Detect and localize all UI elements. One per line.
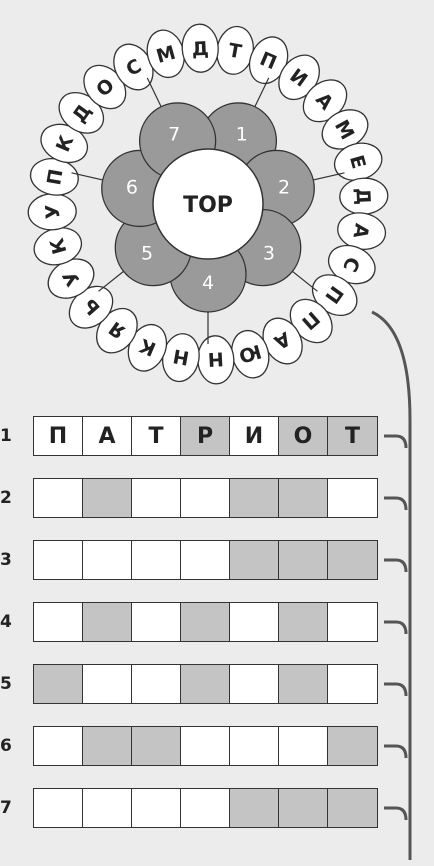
main-connector — [372, 312, 410, 860]
ring-letter: Н — [207, 347, 224, 370]
petal-number: 7 — [168, 124, 180, 146]
ring-letter: Д — [351, 187, 374, 205]
row-number: 7 — [0, 798, 14, 818]
grid-cell[interactable] — [181, 603, 230, 641]
grid-cell[interactable]: А — [83, 417, 132, 455]
petal-number: 2 — [278, 177, 290, 199]
grid-cell[interactable] — [132, 479, 181, 517]
grid-cell[interactable] — [230, 479, 279, 517]
ring-petal: Н — [197, 335, 235, 385]
grid-cell[interactable] — [34, 665, 83, 703]
grid-cell[interactable] — [34, 727, 83, 765]
grid-cell[interactable] — [34, 541, 83, 579]
grid-cell[interactable] — [132, 727, 181, 765]
petal-number: 5 — [141, 243, 153, 265]
row-number: 1 — [0, 426, 14, 446]
petal-number: 6 — [126, 177, 138, 199]
row-number: 4 — [0, 612, 14, 632]
grid-cell[interactable] — [83, 479, 132, 517]
grid-cell[interactable] — [328, 727, 377, 765]
grid-cell[interactable] — [279, 665, 328, 703]
grid-cell[interactable] — [230, 603, 279, 641]
grid-cell[interactable] — [83, 665, 132, 703]
grid-cell[interactable] — [181, 665, 230, 703]
grid-cell[interactable] — [132, 789, 181, 827]
grid-cell[interactable] — [230, 541, 279, 579]
grid-cell[interactable] — [279, 603, 328, 641]
grid-row — [33, 788, 378, 828]
grid-cell[interactable] — [132, 541, 181, 579]
grid-row — [33, 540, 378, 580]
grid-cell[interactable]: Т — [328, 417, 377, 455]
row-connector — [384, 684, 406, 696]
ring-petal: Д — [181, 23, 219, 73]
petal-number: 1 — [236, 124, 248, 146]
ring-petal: Д — [339, 177, 389, 215]
row-connector — [384, 560, 406, 572]
row-connector — [384, 808, 406, 820]
grid-cell[interactable] — [230, 665, 279, 703]
row-number: 3 — [0, 550, 14, 570]
grid-cell[interactable]: П — [34, 417, 83, 455]
row-connector — [384, 436, 406, 448]
grid-cell[interactable]: Т — [132, 417, 181, 455]
grid-cell[interactable] — [34, 789, 83, 827]
petal-number: 3 — [263, 243, 275, 265]
row-number: 6 — [0, 736, 14, 756]
grid-cell[interactable]: И — [230, 417, 279, 455]
row-connector — [384, 622, 406, 634]
grid-row — [33, 478, 378, 518]
grid-cell[interactable] — [230, 727, 279, 765]
grid-cell[interactable] — [34, 479, 83, 517]
row-connector — [384, 498, 406, 510]
grid-cell[interactable]: Р — [181, 417, 230, 455]
grid-cell[interactable] — [328, 665, 377, 703]
grid-cell[interactable] — [279, 541, 328, 579]
row-number: 5 — [0, 674, 14, 694]
grid-cell[interactable] — [83, 541, 132, 579]
grid-cell[interactable] — [83, 603, 132, 641]
grid-cell[interactable] — [328, 603, 377, 641]
grid-cell[interactable] — [181, 479, 230, 517]
grid-row: ПАТРИОТ — [33, 416, 378, 456]
grid-row — [33, 664, 378, 704]
grid-cell[interactable] — [279, 789, 328, 827]
grid-cell[interactable] — [279, 479, 328, 517]
grid-cell[interactable] — [181, 789, 230, 827]
row-connector — [384, 746, 406, 758]
grid-cell[interactable] — [83, 727, 132, 765]
grid-cell[interactable]: О — [279, 417, 328, 455]
ring-letter: У — [42, 204, 65, 220]
grid-cell[interactable] — [34, 603, 83, 641]
grid-cell[interactable] — [230, 789, 279, 827]
grid-cell[interactable] — [328, 789, 377, 827]
grid-cell[interactable] — [279, 727, 328, 765]
ring-letter: Д — [191, 38, 209, 61]
center-word: ТОР — [183, 193, 233, 218]
grid-cell[interactable] — [132, 603, 181, 641]
grid-cell[interactable] — [83, 789, 132, 827]
grid-cell[interactable] — [181, 727, 230, 765]
grid-cell[interactable] — [181, 541, 230, 579]
row-number: 2 — [0, 488, 14, 508]
grid-cell[interactable] — [132, 665, 181, 703]
petal-number: 4 — [202, 272, 214, 294]
grid-cell[interactable] — [328, 479, 377, 517]
ring-petal: У — [27, 193, 77, 231]
grid-row — [33, 726, 378, 766]
grid-cell[interactable] — [328, 541, 377, 579]
grid-row — [33, 602, 378, 642]
